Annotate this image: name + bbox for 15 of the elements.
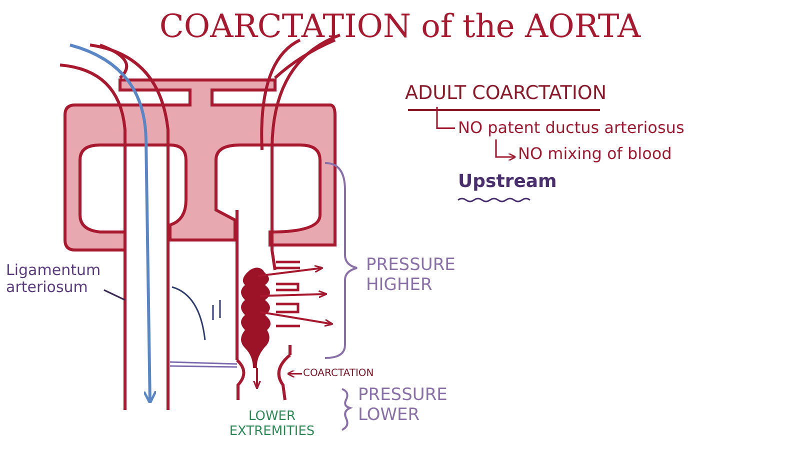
brace-label: PRESSURE LOWER [358,386,448,426]
callout-label: COARCTATION [303,368,374,380]
callout-label: Ligamentum arteriosum [6,262,106,296]
connector-line [436,106,455,129]
region-label: LOWER EXTREMITIES [228,410,316,440]
note-text: NO patent ductus arteriosus [458,119,684,138]
leader-line [104,289,126,301]
aortic-narrowing-drawing [236,354,292,402]
arrow [286,370,302,378]
arrow [495,139,516,162]
heading: ADULT COARCTATION [405,83,607,105]
brace-label: PRESSURE HIGHER [366,256,456,296]
note-text: NO mixing of blood [518,145,672,164]
note-text: Upstream [458,172,557,193]
title: COARCTATION of the AORTA [158,8,642,45]
